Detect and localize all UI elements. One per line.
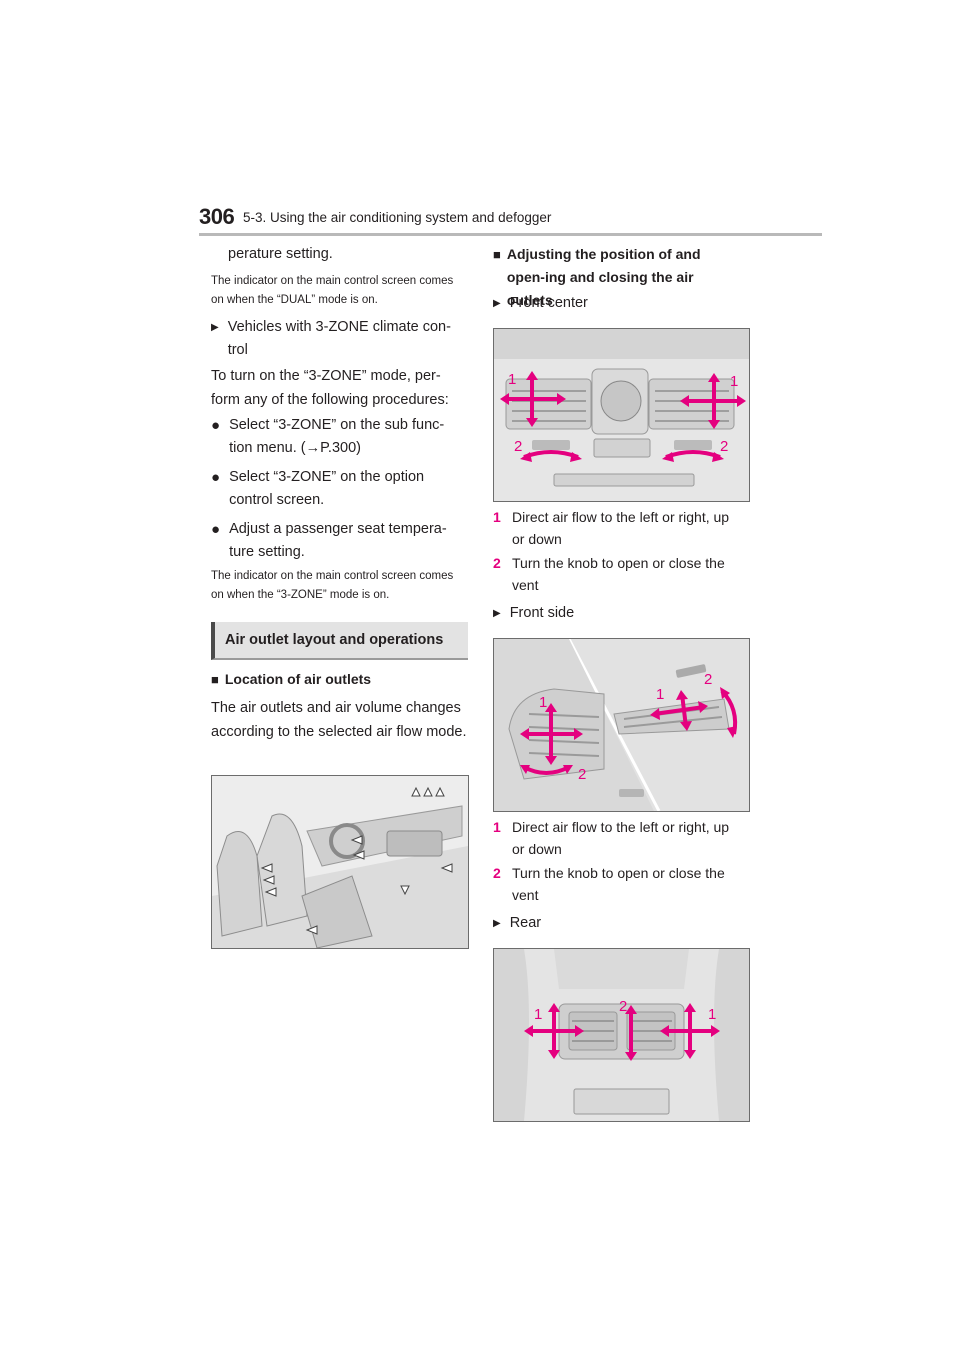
figure-label-1: 1 [539, 694, 547, 711]
callout-number: 2 [493, 865, 501, 881]
intro-3zone: To turn on the “3-ZONE” mode, per-form a… [211, 368, 449, 408]
figure-label-1: 1 [534, 1006, 542, 1023]
note-3zone: The indicator on the main control screen… [211, 570, 454, 601]
callout-list-side: 1 Direct air flow to the left or right, … [493, 816, 753, 906]
list-item: 1 Direct air flow to the left or right, … [493, 506, 753, 550]
bullet-icon: ● [211, 521, 221, 538]
front-center-label-row: ▶ Front center [493, 292, 588, 315]
front-center-vents-figure: 1 1 2 2 [493, 328, 750, 502]
bullet-text: Select “3-ZONE” on the option control sc… [229, 469, 425, 508]
adjust-heading: Adjusting the position of and open-ing a… [506, 246, 701, 308]
rear-vents-figure: 1 2 1 [493, 948, 750, 1122]
bullet-text: Adjust a passenger seat tempera-ture set… [229, 521, 447, 560]
figure-label-2: 2 [578, 766, 586, 783]
list-item: 2 Turn the knob to open or close the ven… [493, 552, 753, 596]
callout-text: Turn the knob to open or close the vent [512, 555, 725, 593]
header-rule [199, 233, 822, 236]
subheading-3zone: ▶ Vehicles with 3-ZONE climate con-trol [211, 316, 469, 362]
bullet-icon: ● [211, 469, 221, 486]
triangle-icon: ▶ [211, 322, 219, 333]
figure-label-1: 1 [508, 371, 516, 388]
figure-label-2: 2 [514, 438, 522, 455]
location-heading: Location of air outlets [224, 671, 372, 687]
section-title: Air outlet layout and operations [225, 632, 444, 648]
bullet-list: ● Select “3-ZONE” on the sub func-tion m… [211, 414, 469, 564]
callout-number: 2 [493, 555, 501, 571]
continued-text: perature setting. [228, 246, 333, 262]
figure-label-1: 1 [730, 373, 738, 390]
callout-number: 1 [493, 819, 501, 835]
triangle-icon: ▶ [493, 918, 501, 929]
figure-label-2: 2 [720, 438, 728, 455]
page-number: 306 [199, 204, 235, 229]
callout-text: Direct air flow to the left or right, up… [512, 819, 730, 857]
list-item: 1 Direct air flow to the left or right, … [493, 816, 753, 860]
list-item: ● Select “3-ZONE” on the option control … [211, 466, 469, 512]
front-center-label: Front center [509, 295, 588, 311]
square-bullet-icon: ■ [211, 672, 219, 687]
bullet-text: Select “3-ZONE” on the sub func-tion men… [229, 417, 445, 456]
location-text: The air outlets and air volume changes a… [211, 700, 467, 740]
callout-number: 1 [493, 509, 501, 525]
bullet-icon: ● [211, 417, 221, 434]
figure-label-1: 1 [656, 686, 664, 703]
figure-label-2: 2 [704, 671, 712, 688]
section-title-box: Air outlet layout and operations [211, 622, 468, 660]
rear-label: Rear [509, 915, 542, 931]
list-item: 2 Turn the knob to open or close the ven… [493, 862, 753, 906]
callout-list-center: 1 Direct air flow to the left or right, … [493, 506, 753, 596]
triangle-icon: ▶ [493, 298, 501, 309]
adjust-heading-row: ■ Adjusting the position of and open-ing… [493, 243, 753, 312]
square-bullet-icon: ■ [493, 247, 501, 262]
triangle-icon: ▶ [493, 608, 501, 619]
front-side-vents-figure: 1 1 2 2 [493, 638, 750, 812]
section-header: 5-3. Using the air conditioning system a… [243, 210, 552, 225]
rear-label-row: ▶ Rear [493, 912, 541, 935]
location-heading-row: ■ Location of air outlets [211, 668, 371, 691]
cabin-air-outlets-figure [211, 775, 469, 949]
figure-label-2: 2 [619, 998, 627, 1015]
list-item: ● Select “3-ZONE” on the sub func-tion m… [211, 414, 469, 460]
callout-text: Direct air flow to the left or right, up… [512, 509, 730, 547]
vehicles-3zone-label: Vehicles with 3-ZONE climate con-trol [227, 319, 451, 358]
list-item: ● Adjust a passenger seat tempera-ture s… [211, 518, 469, 564]
front-side-label-row: ▶ Front side [493, 602, 574, 625]
front-side-label: Front side [509, 605, 575, 621]
note-dual: The indicator on the main control screen… [211, 275, 454, 306]
figure-label-1: 1 [708, 1006, 716, 1023]
callout-text: Turn the knob to open or close the vent [512, 865, 725, 903]
